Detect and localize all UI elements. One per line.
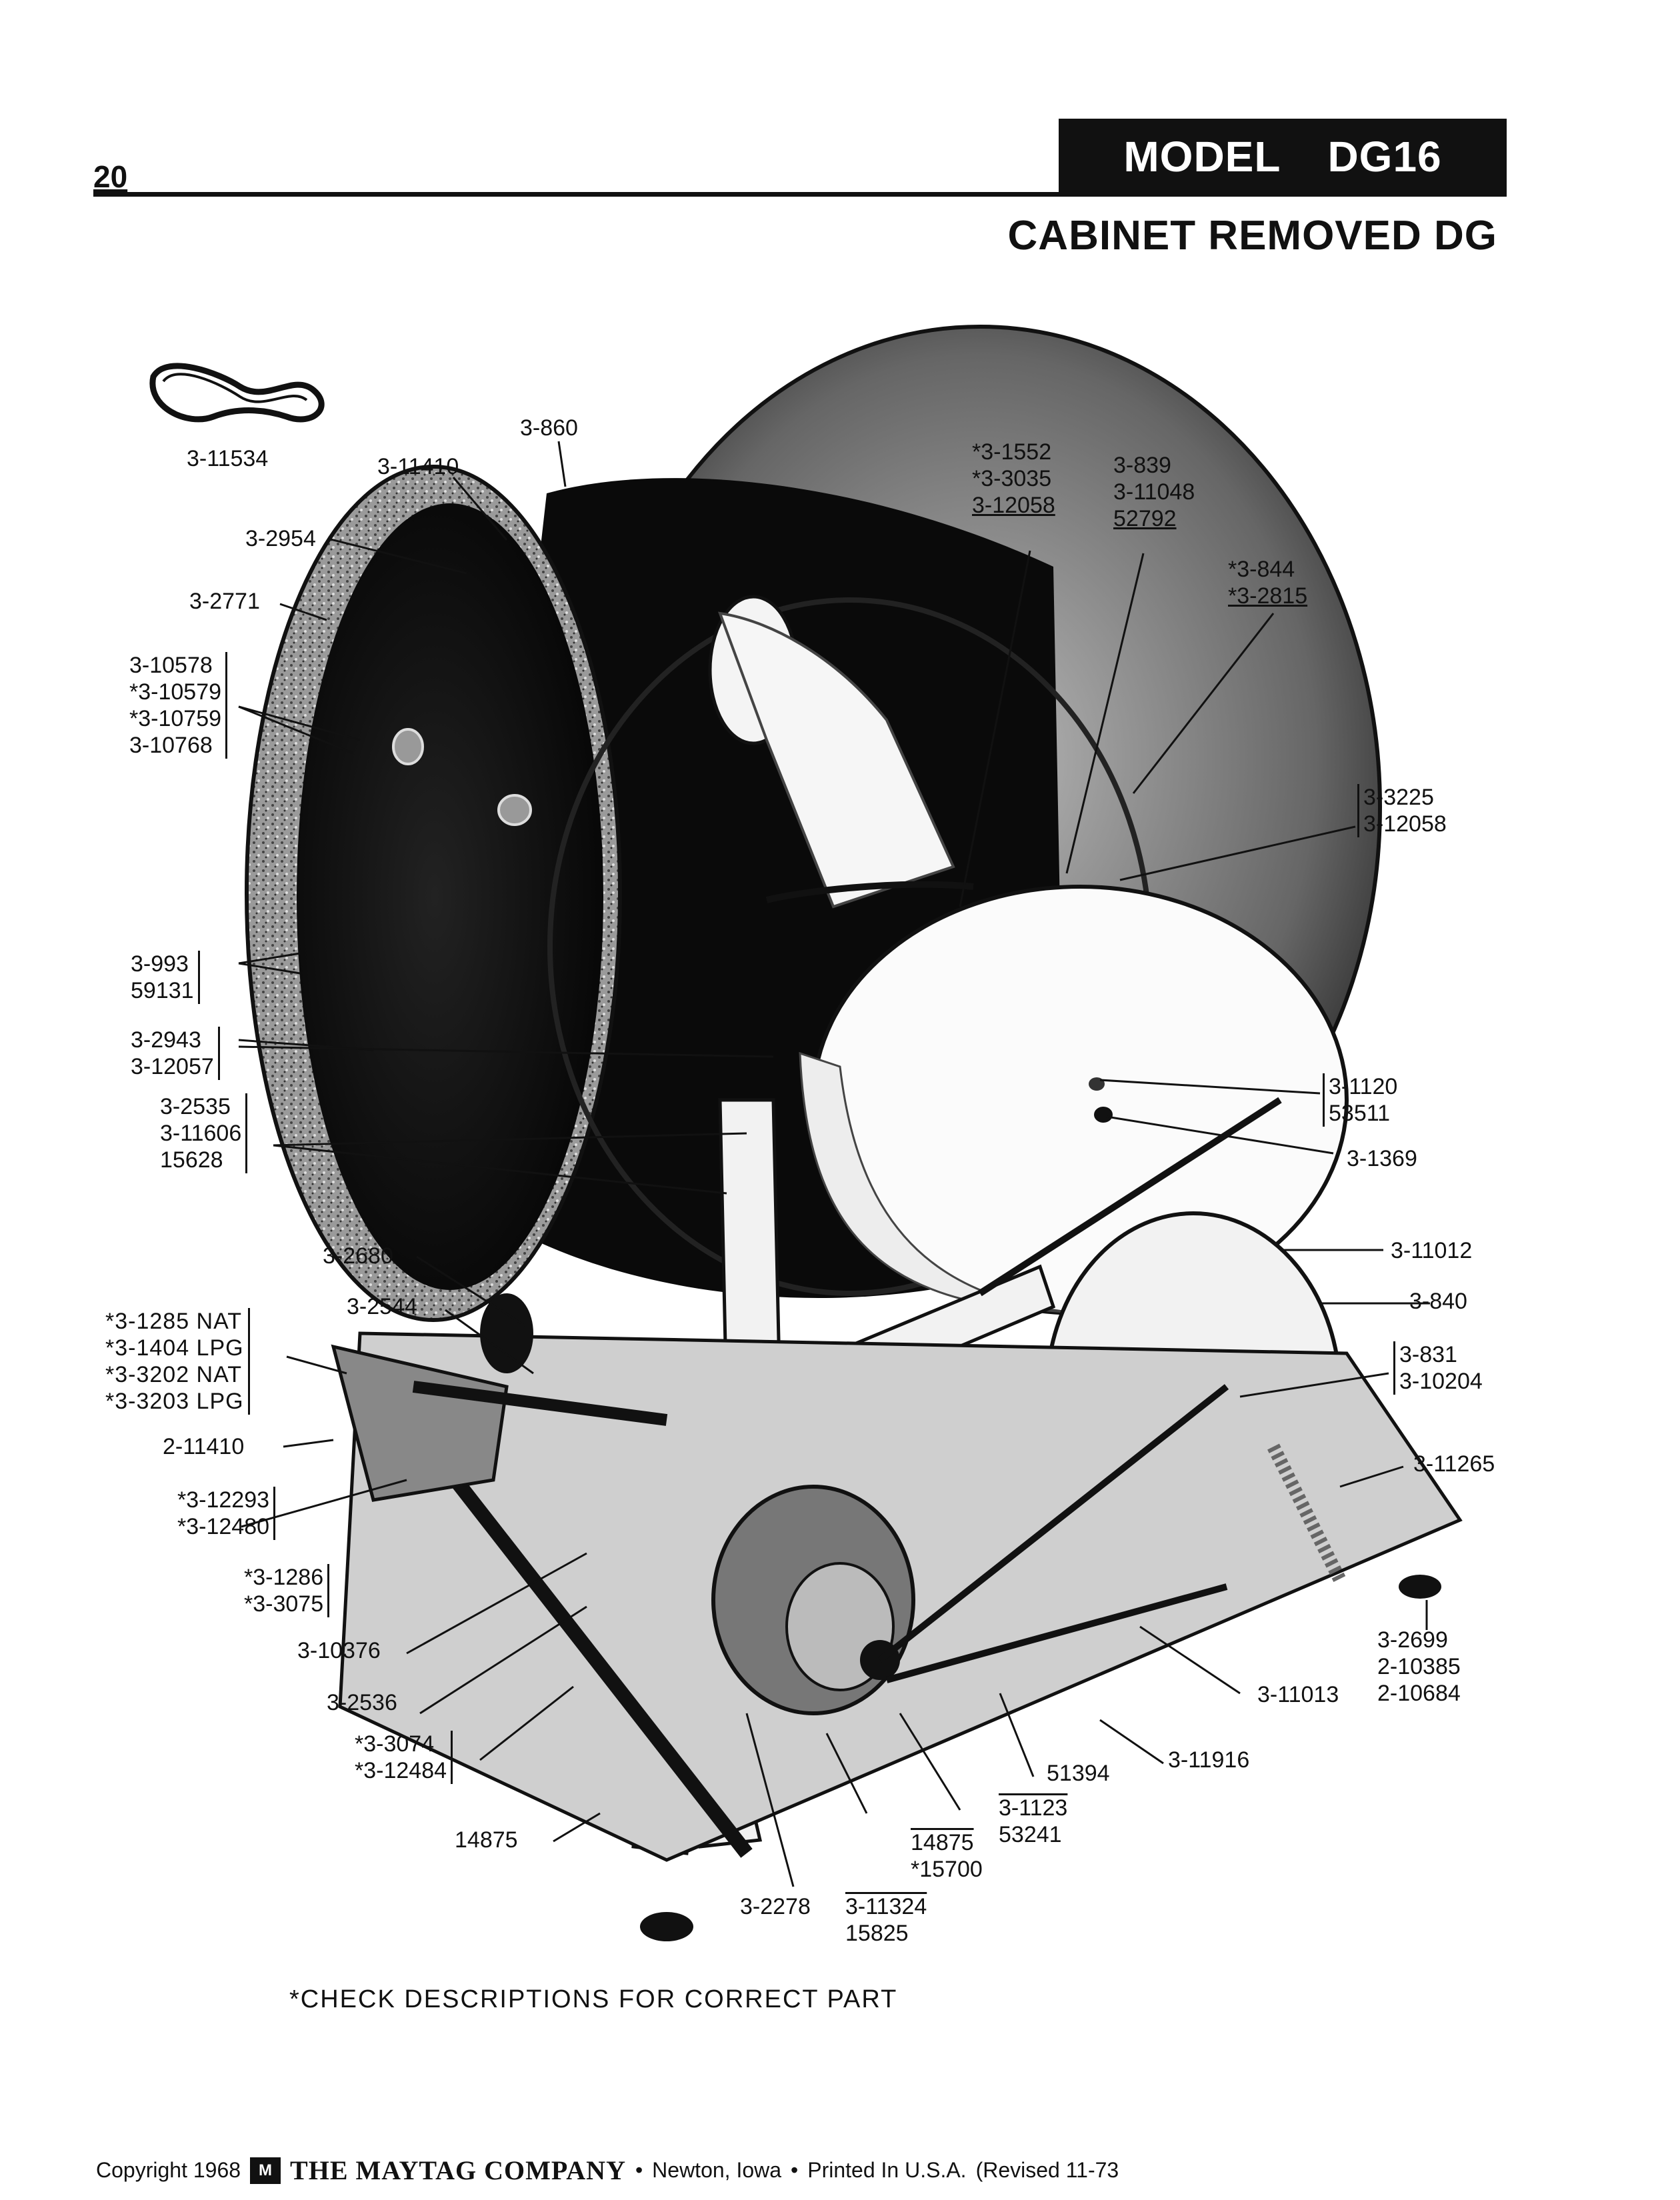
model-value: DG16 (1327, 133, 1442, 181)
page-number: 20 (93, 159, 128, 194)
gas-valve-assembly (331, 1293, 668, 1502)
location-text: Newton, Iowa (652, 2158, 782, 2182)
label-3-2544: 3-2544 (347, 1294, 417, 1319)
tension-spring (1267, 1443, 1346, 1583)
printed-text: Printed In U.S.A. (807, 2158, 967, 2182)
revised-text: (Revised 11-73 (975, 2158, 1119, 2182)
label-3-1369: 3-1369 (1347, 1146, 1417, 1171)
leader-lines (238, 441, 1430, 1887)
label-group-3-3225: 3-3225 3-12058 (1357, 784, 1447, 837)
label-3-10376: 3-10376 (297, 1638, 381, 1663)
label-14875-left: 14875 (455, 1827, 518, 1853)
label-group-3-839: 3-839 3-11048 52792 (1113, 453, 1195, 531)
label-3-11012: 3-11012 (1391, 1238, 1473, 1263)
copyright-text: Copyright 1968 (96, 2158, 241, 2182)
label-51394: 51394 (1047, 1761, 1110, 1786)
maytag-logo-icon: M (250, 2157, 281, 2184)
model-label: MODEL (1123, 133, 1281, 181)
label-2-11410: 2-11410 (163, 1434, 245, 1459)
model-banner: MODEL DG16 (1059, 119, 1507, 195)
label-group-3-1120: 3-1120 53511 (1323, 1073, 1397, 1127)
label-3-2954: 3-2954 (245, 526, 316, 551)
label-3-2278: 3-2278 (740, 1894, 811, 1919)
page-subtitle: CABINET REMOVED DG (1007, 213, 1497, 259)
header-rule (93, 192, 1507, 197)
label-group-3-993: 3-993 59131 (131, 951, 200, 1004)
drive-belt-icon (149, 363, 325, 423)
label-group-3-1123: 3-1123 53241 (999, 1795, 1068, 1847)
label-3-840: 3-840 (1409, 1289, 1467, 1314)
label-group-3-2535: 3-2535 3-11606 15628 (160, 1093, 248, 1173)
label-3-11534: 3-11534 (187, 446, 269, 471)
bullet-icon: • (635, 2158, 643, 2182)
label-3-2536: 3-2536 (327, 1690, 397, 1715)
label-3-11013: 3-11013 (1257, 1682, 1339, 1707)
label-group-3-11324: 3-11324 15825 (845, 1894, 927, 1946)
label-3-11410: 3-11410 (377, 454, 459, 479)
label-3-11265: 3-11265 (1413, 1451, 1495, 1477)
footer: Copyright 1968 M THE MAYTAG COMPANY • Ne… (96, 2155, 1119, 2186)
footnote: *CHECK DESCRIPTIONS FOR CORRECT PART (289, 1985, 898, 2013)
label-group-gas-valve: *3-1285 NAT *3-1404 LPG *3-3202 NAT *3-3… (105, 1308, 250, 1415)
label-3-2680: 3-2680 (323, 1243, 393, 1269)
motor (711, 1485, 915, 1715)
label-group-3-831: 3-831 3-10204 (1393, 1341, 1483, 1395)
label-3-860: 3-860 (520, 415, 578, 441)
exhaust-duct (708, 595, 974, 909)
label-3-11916: 3-11916 (1168, 1747, 1250, 1773)
label-group-3-2699: 3-2699 2-10385 2-10684 (1377, 1627, 1461, 1706)
company-name: THE MAYTAG COMPANY (290, 2155, 626, 2185)
bullet-icon: • (791, 2158, 799, 2182)
label-group-3-12293: *3-12293 *3-12480 (177, 1487, 276, 1540)
label-3-2771: 3-2771 (189, 589, 260, 614)
drive-belts (877, 1097, 1282, 1683)
label-group-14875: 14875 *15700 (911, 1830, 983, 1882)
label-group-3-844: *3-844 *3-2815 (1228, 557, 1308, 609)
label-group-3-1552: *3-1552 *3-3035 3-12058 (972, 439, 1055, 518)
label-group-3-2943: 3-2943 3-12057 (131, 1027, 220, 1080)
label-group-3-10578: 3-10578 *3-10579 *3-10759 3-10768 (129, 652, 228, 759)
label-group-3-1286: *3-1286 *3-3075 (244, 1564, 330, 1617)
label-group-3-3074: *3-3074 *3-12484 (355, 1731, 453, 1784)
